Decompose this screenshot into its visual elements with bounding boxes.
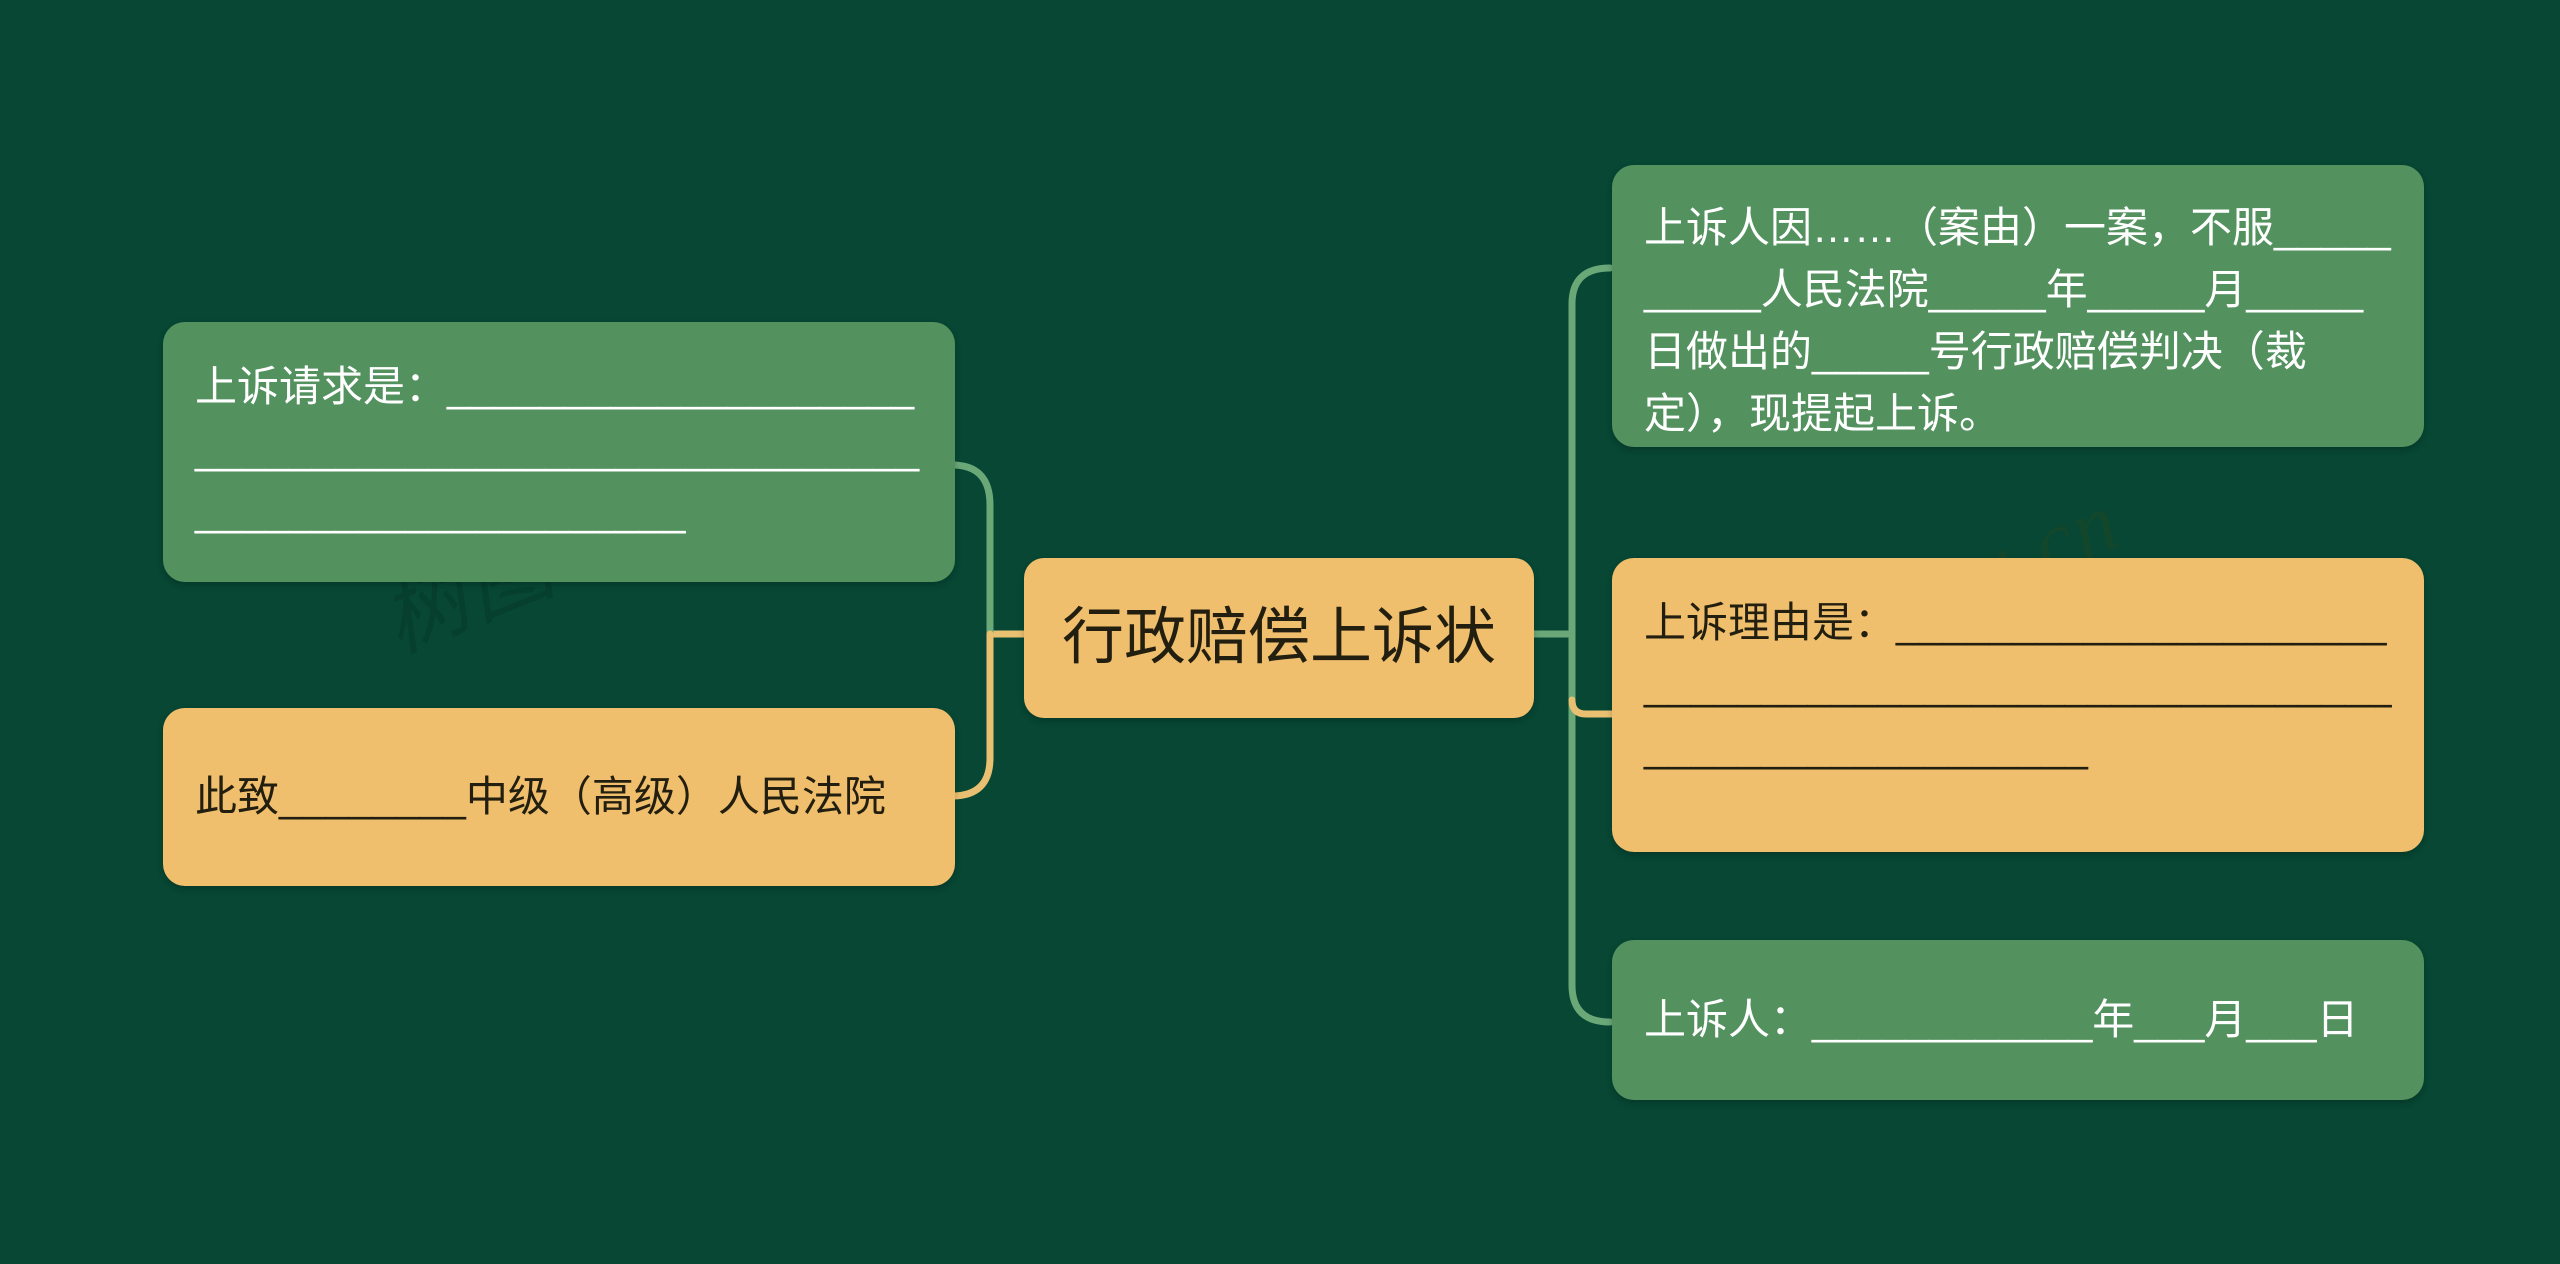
- node-court-addressee[interactable]: 此致________中级（高级）人民法院: [163, 708, 955, 886]
- node-appeal-request[interactable]: 上诉请求是：__________________________________…: [163, 322, 955, 582]
- connector-right-trunk-lower: [1568, 630, 1614, 1026]
- node-appellant-statement[interactable]: 上诉人因……（案由）一案，不服__________人民法院_____年_____…: [1612, 165, 2424, 447]
- node-appeal-reason-label: 上诉理由是：__________________________________…: [1644, 599, 2392, 771]
- node-root-title-label: 行政赔偿上诉状: [1061, 602, 1496, 672]
- node-appeal-request-label: 上诉请求是：__________________________________…: [195, 363, 920, 535]
- node-appellant-signature[interactable]: 上诉人：____________年___月___日: [1612, 940, 2424, 1100]
- node-court-addressee-label: 此致________中级（高级）人民法院: [195, 772, 886, 820]
- connector-left-trunk-upper: [948, 461, 994, 638]
- node-root-title[interactable]: 行政赔偿上诉状: [1024, 558, 1534, 718]
- node-appellant-statement-label: 上诉人因……（案由）一案，不服__________人民法院_____年_____…: [1644, 204, 2391, 438]
- connector-left-trunk-lower: [948, 630, 994, 800]
- connector-right-trunk: [1568, 264, 1614, 638]
- node-appeal-reason[interactable]: 上诉理由是：__________________________________…: [1612, 558, 2424, 852]
- node-appellant-signature-label: 上诉人：____________年___月___日: [1644, 995, 2359, 1043]
- connector-right-reason: [1568, 696, 1616, 718]
